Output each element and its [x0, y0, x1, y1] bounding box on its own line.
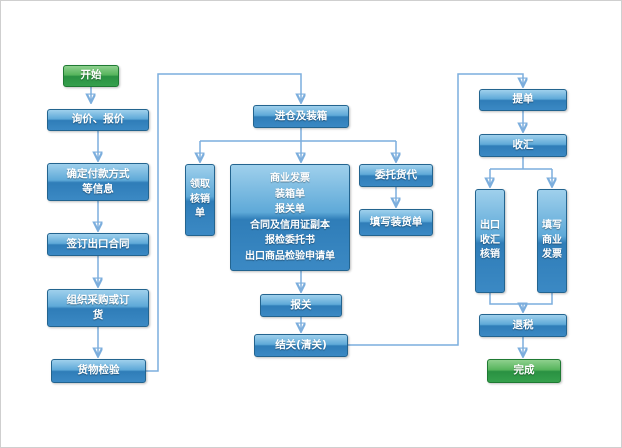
node-goods-inspection: 货物检验: [51, 359, 146, 383]
node-export-payment-verification: 出口 收汇 核销: [475, 189, 505, 293]
node-receive-payment: 收汇: [479, 134, 567, 157]
connector-merge: [489, 293, 553, 305]
node-bill-of-lading: 提单: [479, 89, 567, 111]
node-tax-refund: 退税: [479, 314, 567, 337]
node-confirm-payment: 确定付款方式 等信息: [47, 163, 149, 201]
node-fill-commercial-invoice: 填写 商业 发票: [537, 189, 567, 293]
node-customs-clearance: 结关(清关): [254, 334, 348, 357]
node-inquiry-quote: 询价、报价: [47, 109, 149, 131]
node-finish: 完成: [487, 359, 561, 383]
node-entrust-forwarder: 委托货代: [359, 164, 433, 187]
node-get-verification-form: 领取 核销 单: [185, 164, 215, 236]
node-customs-declaration: 报关: [260, 294, 342, 317]
node-documents: 商业发票 装箱单 报关单 合同及信用证副本 报检委托书 出口商品检验申请单: [230, 164, 350, 271]
node-warehouse-packing: 进仓及装箱: [253, 105, 349, 128]
node-sign-contract: 签订出口合同: [47, 233, 149, 256]
node-organize-procurement: 组织采购或订 货: [47, 289, 149, 327]
node-start: 开始: [63, 65, 119, 87]
node-fill-shipping-order: 填写装货单: [359, 209, 433, 236]
